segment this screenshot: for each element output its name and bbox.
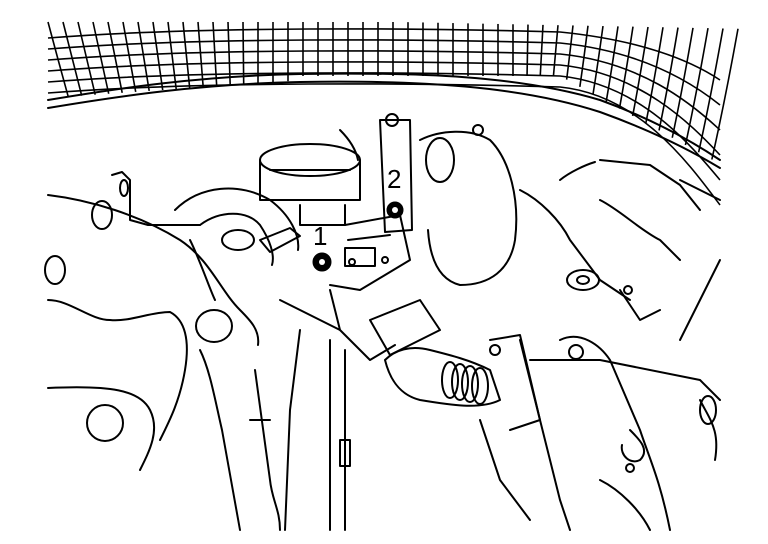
mesh-strand bbox=[92, 21, 110, 94]
mesh-strand bbox=[77, 21, 96, 95]
mesh-strand bbox=[182, 21, 191, 89]
mesh-strand bbox=[62, 21, 83, 96]
radiator-mesh bbox=[47, 21, 739, 206]
mesh-strand bbox=[197, 21, 204, 88]
mesh-strand bbox=[565, 25, 574, 80]
mesh-strand bbox=[671, 27, 694, 138]
right-side-components bbox=[519, 159, 721, 341]
mesh-strand bbox=[212, 21, 218, 87]
mesh-strand bbox=[47, 39, 721, 106]
mesh-strand bbox=[242, 21, 245, 85]
intake-duct bbox=[384, 334, 671, 531]
mesh-strand bbox=[526, 24, 529, 77]
mesh-strand bbox=[107, 21, 123, 93]
mesh-strand bbox=[47, 61, 721, 156]
upper-cross-member bbox=[47, 72, 721, 169]
mesh-strand bbox=[684, 28, 709, 146]
mesh-strand bbox=[47, 28, 721, 81]
mesh-strand bbox=[711, 28, 739, 160]
callout-2: 2 bbox=[386, 164, 404, 219]
mesh-strand bbox=[122, 21, 137, 93]
mesh-strand bbox=[539, 24, 544, 77]
mesh-strand bbox=[552, 25, 559, 77]
mesh-strand bbox=[227, 21, 231, 86]
mesh-strand bbox=[631, 26, 649, 117]
mesh-strand bbox=[592, 25, 604, 95]
callout-1-label: 1 bbox=[313, 221, 327, 251]
turbocharger bbox=[379, 113, 518, 286]
mesh-strand bbox=[658, 27, 679, 131]
left-engine-mount bbox=[44, 171, 260, 531]
mesh-strand bbox=[47, 72, 721, 181]
lower-frame bbox=[249, 329, 721, 531]
mesh-strand bbox=[697, 28, 724, 153]
egr-pipe-assembly bbox=[279, 214, 441, 361]
mesh-strand bbox=[645, 27, 664, 124]
mesh-strand bbox=[47, 50, 721, 131]
callout-1: 1 bbox=[312, 221, 332, 272]
coolant-hose bbox=[174, 187, 301, 266]
egr-valve-body bbox=[259, 129, 361, 226]
mesh-strand bbox=[47, 83, 721, 206]
mesh-strand bbox=[605, 26, 619, 102]
callout-2-label: 2 bbox=[387, 164, 401, 194]
